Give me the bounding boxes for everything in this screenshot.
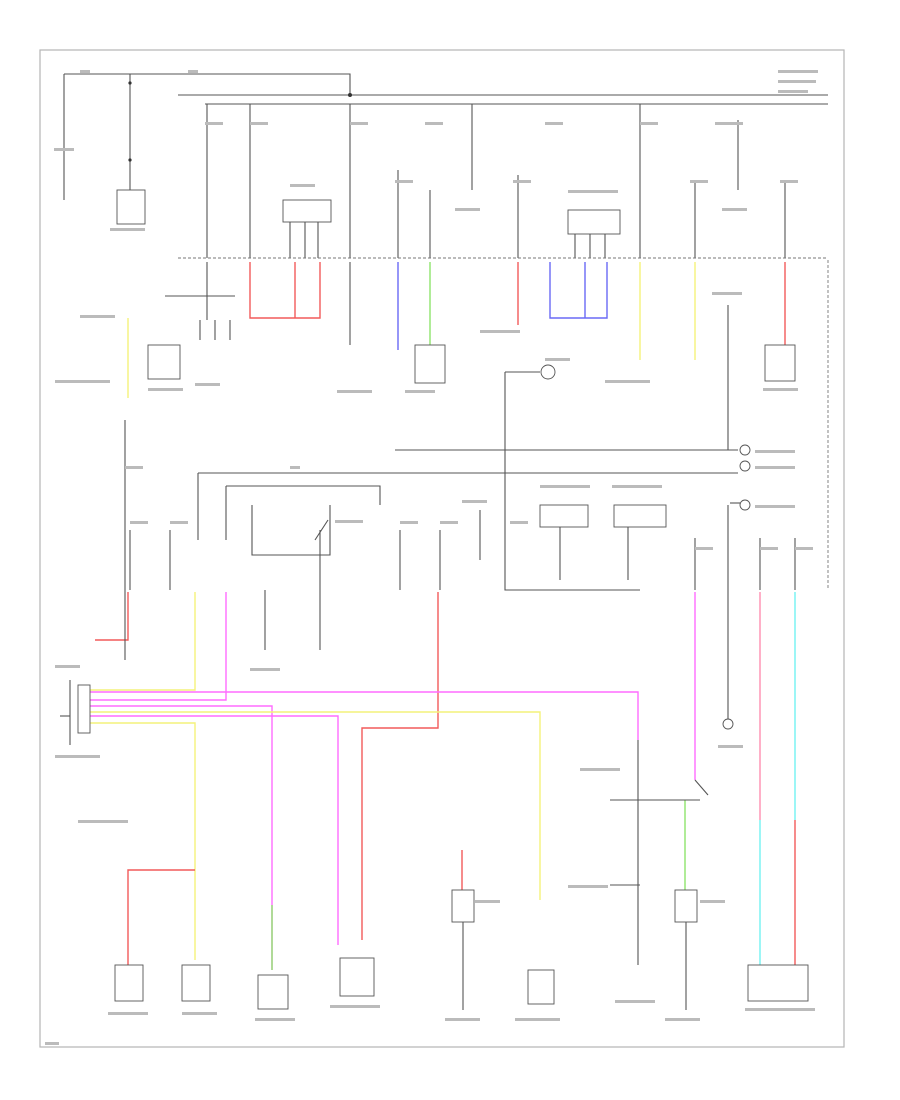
harness-wire <box>82 722 196 960</box>
fuse-drops-top <box>206 104 739 258</box>
battery-feed <box>63 73 351 225</box>
harness-wire <box>82 705 273 970</box>
component-label-marks <box>45 70 818 1045</box>
harness-wire <box>82 715 339 945</box>
diagram-frame <box>39 49 845 1048</box>
harness-wire <box>549 262 608 319</box>
harness-wire <box>82 592 227 701</box>
relay-box-top-left <box>282 199 332 223</box>
mid-bus-lines <box>197 444 796 590</box>
relay-box-mid-2 <box>613 504 667 528</box>
relay-box-mid-1 <box>539 504 589 528</box>
left-connector-block <box>60 420 126 745</box>
relay-box-top-right <box>567 209 621 235</box>
colored-harness-lower <box>82 592 796 970</box>
harness-wire <box>127 869 195 965</box>
harness-wire <box>361 592 439 940</box>
harness-wire <box>82 711 541 900</box>
colored-harness-upper <box>249 262 786 360</box>
relay-switch-mid <box>129 505 481 650</box>
components-upper <box>147 262 796 591</box>
harness-wire <box>82 691 639 740</box>
ignition-switch-lower <box>610 590 734 965</box>
harness-wire <box>95 592 129 641</box>
harness-wire <box>82 592 196 691</box>
harness-wire <box>249 262 321 319</box>
components-lower <box>114 884 809 1010</box>
